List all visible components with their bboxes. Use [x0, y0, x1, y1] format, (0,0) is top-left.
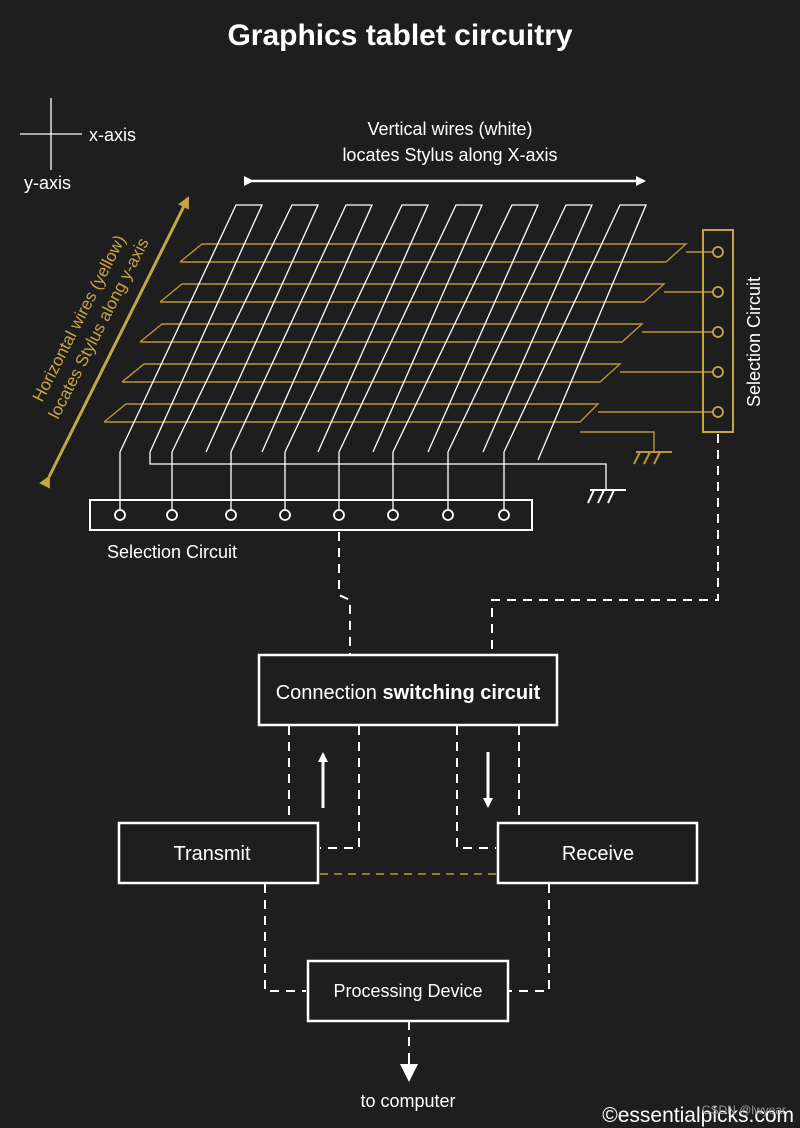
terminal-node	[166, 509, 178, 521]
csdn-watermark: CSDN @lwyear	[702, 1103, 786, 1117]
vertical-wire	[119, 204, 264, 513]
horizontal-wire	[179, 243, 688, 263]
dashed-link	[456, 726, 496, 849]
vertical-wire	[338, 204, 483, 513]
yellow-ground-wire	[580, 431, 655, 452]
dashed-connections	[264, 434, 719, 1062]
switching-circuit-box: Connection switching circuit	[257, 653, 559, 727]
white-ground-icon	[587, 489, 626, 504]
selection-circuit-bottom-label: Selection Circuit	[107, 542, 237, 562]
vertical-wires	[119, 204, 647, 513]
dashed-link	[264, 884, 306, 992]
terminal-node	[279, 509, 291, 521]
terminal-node	[114, 509, 126, 521]
horizontal-wires	[103, 243, 716, 465]
terminal-node	[712, 246, 724, 258]
switching-bold: switching circuit	[382, 682, 540, 704]
vertical-wire	[284, 204, 430, 513]
processing-device-box: Processing Device	[306, 959, 510, 1023]
dashed-link	[320, 726, 360, 849]
horizontal-wire	[103, 403, 600, 423]
selection-circuit-bottom-box	[89, 499, 533, 531]
axes-legend: x-axis y-axis	[20, 98, 136, 193]
terminal-node	[225, 509, 237, 521]
horizontal-wire	[139, 323, 644, 343]
transmit-box: Transmit	[117, 821, 320, 885]
page-title: Graphics tablet circuitry	[227, 19, 572, 52]
terminal-node	[712, 286, 724, 298]
horizontal-wire	[159, 283, 666, 303]
switching-circuit-label: Connection switching circuit	[276, 682, 541, 704]
brand-watermark: ©essentialpicks.com	[602, 1104, 794, 1127]
terminal-node	[442, 509, 454, 521]
terminal-node	[712, 406, 724, 418]
vertical-wire	[503, 204, 647, 513]
terminal-node	[498, 509, 510, 521]
terminal-node	[387, 509, 399, 521]
switching-prefix: Connection	[276, 682, 383, 704]
vertical-wire	[230, 204, 374, 513]
terminal-node	[712, 366, 724, 378]
selection-circuit-right-box	[702, 229, 734, 433]
white-ground-wire	[149, 452, 607, 490]
selection-circuit-right-label: Selection Circuit	[744, 277, 764, 407]
terminal-node	[712, 326, 724, 338]
transmit-label: Transmit	[173, 843, 250, 865]
y-direction-arrow	[39, 196, 190, 489]
vertical-wire	[171, 204, 320, 513]
y-axis-label: y-axis	[24, 173, 71, 193]
processing-device-label: Processing Device	[333, 981, 482, 1001]
receive-box: Receive	[496, 821, 699, 885]
selection-circuit-bottom	[89, 499, 533, 531]
vertical-wires-caption-line1: Vertical wires (white)	[367, 119, 532, 139]
receive-label: Receive	[562, 843, 634, 865]
dashed-link	[338, 532, 351, 655]
dashed-link	[491, 434, 719, 655]
vertical-wires-caption-line2: locates Stylus along X-axis	[342, 145, 557, 165]
x-axis-label: x-axis	[89, 125, 136, 145]
dashed-link	[509, 884, 550, 992]
yellow-ground-icon	[633, 451, 672, 465]
vertical-wire	[392, 204, 540, 513]
terminal-node	[333, 509, 345, 521]
output-label: to computer	[360, 1091, 455, 1111]
vertical-wire	[447, 204, 593, 513]
horizontal-wire	[121, 363, 622, 383]
selection-circuit-right	[702, 229, 734, 433]
